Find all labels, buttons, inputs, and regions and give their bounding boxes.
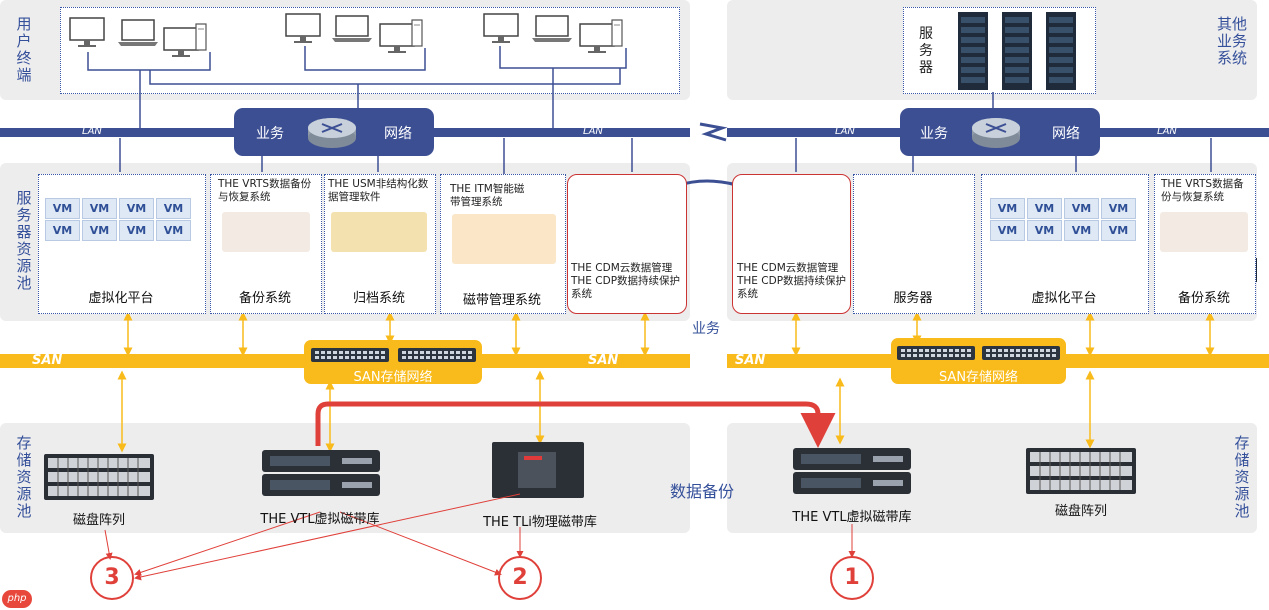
san-switch-icon bbox=[311, 348, 389, 362]
hub-business-label-left: 业务 bbox=[256, 126, 284, 142]
vm-tile: VM bbox=[119, 220, 154, 241]
caption-backup-left: 备份系统 bbox=[238, 291, 291, 306]
san-hub-left bbox=[304, 340, 482, 384]
vm-tile: VM bbox=[156, 198, 191, 219]
san-hub-label-left: SAN存储网络 bbox=[353, 370, 433, 385]
vtl-right bbox=[793, 448, 911, 494]
router-icon bbox=[972, 117, 1021, 149]
vm-tile: VM bbox=[1027, 220, 1062, 241]
other-business-label: 其他 业务 系统 bbox=[1216, 15, 1247, 67]
server-label: 服 务 器 bbox=[919, 26, 933, 76]
san-switch-icon bbox=[897, 346, 975, 360]
caption-tli: THE TLi物理磁带库 bbox=[483, 515, 597, 530]
hub-network-label-right: 网络 bbox=[1052, 126, 1080, 142]
computer-cluster-1 bbox=[69, 17, 207, 58]
lan-label-left-a: LAN bbox=[82, 126, 102, 137]
marker-1: 1 bbox=[830, 556, 874, 600]
router-icon bbox=[308, 117, 357, 149]
vtl-left bbox=[262, 450, 380, 496]
computer-cluster-3 bbox=[483, 13, 623, 54]
caption-disk-array-left: 磁盘阵列 bbox=[72, 513, 125, 528]
title-backup-right: THE VRTS数据备份与恢复系统 bbox=[1161, 178, 1244, 203]
storage-pool-label: 存储 资源 池 bbox=[16, 434, 32, 520]
archive-illustration bbox=[331, 212, 427, 252]
caption-servers-right: 服务器 bbox=[893, 291, 933, 306]
san-label-right: SAN bbox=[735, 353, 766, 368]
disk-array-right bbox=[1025, 447, 1137, 495]
san-switch-icon bbox=[398, 348, 476, 362]
vm-tile: VM bbox=[82, 198, 117, 219]
right-storage-pool-label: 存储 资源 池 bbox=[1234, 434, 1250, 520]
caption-vtl-right: THE VTL虚拟磁带库 bbox=[792, 510, 912, 525]
caption-archive: 归档系统 bbox=[352, 291, 405, 306]
vm-tile: VM bbox=[156, 220, 191, 241]
title-backup-left: THE VRTS数据备份与恢复系统 bbox=[218, 178, 312, 203]
tli-library bbox=[492, 442, 584, 498]
title-cdm-right: THE CDM云数据管理 THE CDP数据持续保护系统 bbox=[737, 262, 847, 300]
vm-tile: VM bbox=[1064, 198, 1099, 219]
computer-cluster-2 bbox=[285, 13, 423, 54]
lan-label-right-a: LAN bbox=[835, 126, 855, 137]
vm-tile: VM bbox=[990, 198, 1025, 219]
backup-illustration-left bbox=[222, 212, 310, 252]
lan-label-right-b: LAN bbox=[1157, 126, 1177, 137]
vm-tile: VM bbox=[82, 220, 117, 241]
vm-tile: VM bbox=[1064, 220, 1099, 241]
marker-2: 2 bbox=[498, 556, 542, 600]
title-archive: THE USM非结构化数据管理软件 bbox=[328, 178, 429, 203]
san-hub-label-right: SAN存储网络 bbox=[938, 370, 1019, 385]
caption-virtualization-left: 虚拟化平台 bbox=[88, 291, 154, 306]
disk-array-left bbox=[43, 453, 155, 501]
vm-tile: VM bbox=[1027, 198, 1062, 219]
user-terminal-label: 用户 终端 bbox=[16, 15, 32, 84]
hub-business-label-right: 业务 bbox=[920, 126, 948, 142]
san-switch-icon bbox=[982, 346, 1060, 360]
title-cdm-left: THE CDM云数据管理 THE CDP数据持续保护系统 bbox=[571, 262, 681, 300]
card-cdm-left bbox=[567, 174, 687, 314]
vm-tile: VM bbox=[119, 198, 154, 219]
caption-disk-array-right: 磁盘阵列 bbox=[1054, 504, 1107, 519]
marker-3: 3 bbox=[90, 556, 134, 600]
card-servers-right bbox=[853, 174, 975, 314]
server-pool-label: 服务 器资 源池 bbox=[16, 189, 32, 292]
card-virtualization-right bbox=[981, 174, 1149, 314]
caption-virtualization-right: 虚拟化平台 bbox=[1031, 291, 1097, 306]
caption-backup-right: 备份系统 bbox=[1177, 291, 1230, 306]
php-watermark-logo: php bbox=[2, 590, 32, 608]
vm-tile: VM bbox=[45, 198, 80, 219]
lan-label-left-b: LAN bbox=[583, 126, 603, 137]
san-label-left-a: SAN bbox=[32, 353, 63, 368]
server-rack-group bbox=[958, 12, 1076, 90]
vm-tile: VM bbox=[45, 220, 80, 241]
business-label-middle: 业务 bbox=[692, 321, 720, 337]
san-hub-right bbox=[891, 338, 1066, 384]
data-backup-label: 数据备份 bbox=[670, 482, 735, 501]
backup-illustration-right bbox=[1160, 212, 1248, 252]
vtl-replication-arrow bbox=[315, 401, 836, 448]
tape-mgmt-illustration bbox=[452, 214, 556, 264]
caption-tape-mgmt: 磁带管理系统 bbox=[462, 293, 541, 308]
vm-tile: VM bbox=[1101, 198, 1136, 219]
san-label-left-b: SAN bbox=[588, 353, 619, 368]
vm-tile: VM bbox=[990, 220, 1025, 241]
card-cdm-right bbox=[732, 174, 851, 314]
vm-tile: VM bbox=[1101, 220, 1136, 241]
hub-network-label-left: 网络 bbox=[384, 126, 412, 142]
title-tape-mgmt: THE ITM智能磁带管理系统 bbox=[450, 183, 525, 208]
card-virtualization-left bbox=[38, 174, 206, 314]
caption-vtl-left: THE VTL虚拟磁带库 bbox=[260, 512, 380, 527]
